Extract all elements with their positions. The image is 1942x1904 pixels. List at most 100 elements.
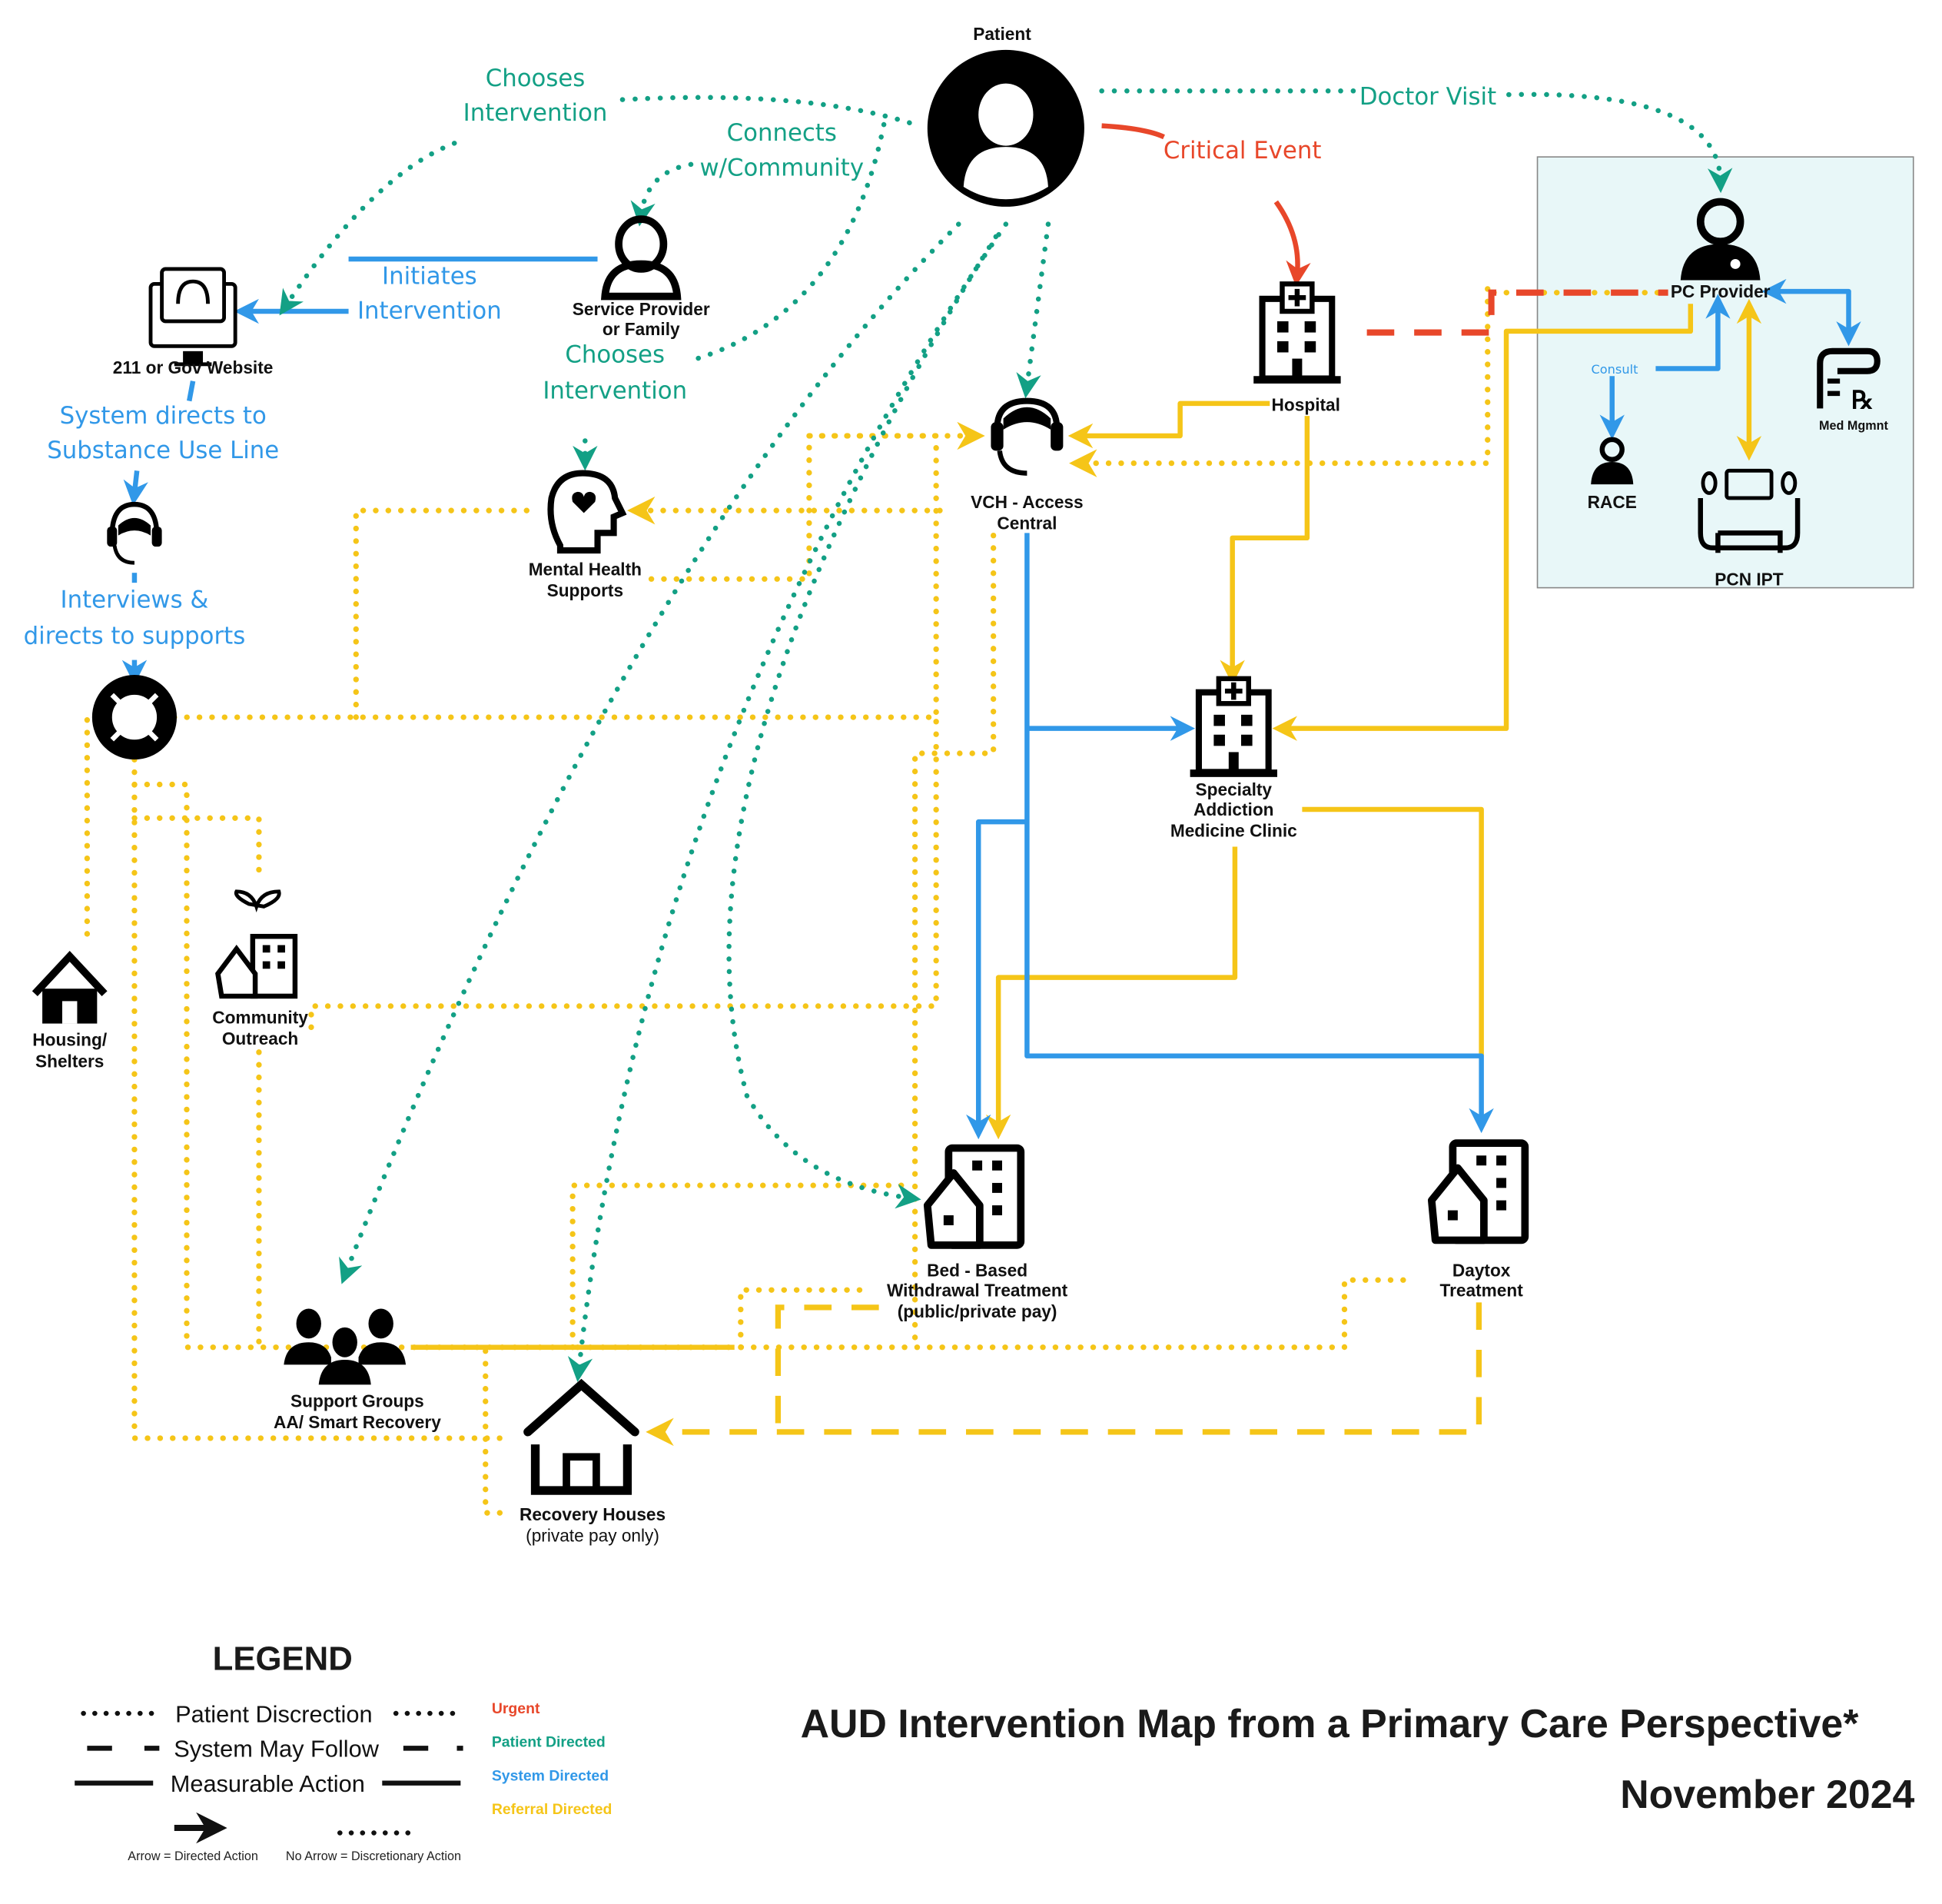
chooses-intervention-label-2a: Chooses <box>565 341 665 368</box>
specialty-label-1: Specialty <box>1196 779 1273 799</box>
pc-medmgmt-link <box>1761 278 1861 347</box>
med-mgmt-prescription-icon[interactable]: ℞ <box>1817 347 1881 414</box>
daytox-to-recovery-dash <box>646 1302 1482 1447</box>
consult-label: Consult <box>1591 362 1638 377</box>
daytox-label-2: Treatment <box>1440 1280 1524 1300</box>
specialty-clinic-hospital-icon[interactable] <box>1190 676 1277 777</box>
mental-health-label-1: Mental Health <box>529 559 642 579</box>
connects-community-label-b: w/Community <box>699 154 864 181</box>
bed-based-label-3: (public/private pay) <box>898 1301 1057 1321</box>
to-substance-line <box>123 470 148 506</box>
referral-left-outer <box>131 756 513 1441</box>
substance-line-headset-icon[interactable] <box>107 501 162 565</box>
vch-to-bedbased <box>966 819 1027 1140</box>
chooses-line-top <box>619 95 918 128</box>
pc-provider-doctor-icon[interactable] <box>1680 198 1761 281</box>
vch-label-2: Central <box>997 513 1057 533</box>
legend-system-directed: System Directed <box>492 1767 609 1784</box>
recovery-houses-label-1: Recovery Houses <box>520 1504 666 1524</box>
housing-label-2: Shelters <box>35 1051 104 1071</box>
service-provider-label-1: Service Provider <box>573 299 710 319</box>
legend-title: LEGEND <box>213 1640 353 1677</box>
patient-to-support-groups <box>339 221 961 1284</box>
referral-housing <box>84 714 103 937</box>
patient-to-bedbased <box>726 234 999 1209</box>
referral-community-top <box>131 815 262 881</box>
referral-vch-down <box>911 532 997 1348</box>
chooses-intervention-label-2b: Intervention <box>543 377 687 404</box>
map-date: November 2024 <box>1620 1772 1914 1816</box>
critical-event-arrow <box>1273 200 1311 287</box>
interviews-label-b: directs to supports <box>24 623 246 650</box>
bed-based-label-2: Withdrawal Treatment <box>887 1280 1068 1300</box>
doctor-visit-label: Doctor Visit <box>1359 83 1496 111</box>
support-groups-label-1: Support Groups <box>290 1391 424 1411</box>
hospital-to-vch <box>1067 400 1270 449</box>
specialty-to-daytox <box>1302 806 1484 1056</box>
hospital-to-specialty <box>1220 416 1310 685</box>
mental-health-icon[interactable] <box>547 470 627 554</box>
housing-shelters-house-icon[interactable] <box>32 950 108 1024</box>
critical-event-label: Critical Event <box>1164 137 1322 164</box>
legend-system-may-follow: System May Follow <box>174 1736 379 1763</box>
recovery-houses-label-2: (private pay only) <box>526 1525 659 1545</box>
housing-label-1: Housing/ <box>32 1030 108 1050</box>
chooses-intervention-label-1b: Intervention <box>463 99 608 127</box>
referral-recovery-left <box>483 1347 513 1516</box>
community-label-2: Outreach <box>222 1028 298 1048</box>
recovery-houses-house-icon[interactable] <box>523 1378 639 1495</box>
support-groups-label-2: AA/ Smart Recovery <box>274 1412 441 1432</box>
hospital-icon[interactable] <box>1253 281 1341 384</box>
patient-icon[interactable] <box>927 49 1084 207</box>
bedbased-to-recovery-dash <box>775 1304 879 1432</box>
connects-to-provider <box>630 161 694 227</box>
race-label: RACE <box>1588 492 1637 512</box>
legend-no-arrow-note: No Arrow = Discretionary Action <box>286 1849 461 1863</box>
referral-path-to-mental <box>353 507 539 720</box>
referral-bedbased-bottom <box>738 1287 875 1351</box>
specialty-label-2: Addiction <box>1193 799 1273 819</box>
hospital-label: Hospital <box>1272 395 1340 415</box>
initiates-intervention-label-b: Intervention <box>357 297 502 325</box>
service-provider-icon[interactable] <box>601 215 682 301</box>
referral-pc-to-vch <box>1069 286 1491 477</box>
gov-website-label: 211 or Gov Website <box>113 357 274 377</box>
website-to-line <box>187 380 196 402</box>
pc-provider-label: PC Provider <box>1671 281 1771 301</box>
community-outreach-icon[interactable] <box>215 889 298 999</box>
referral-support-line <box>131 781 1410 1351</box>
specialty-label-3: Medicine Clinic <box>1170 821 1297 841</box>
community-label-1: Community <box>212 1008 308 1028</box>
chooses-intervention-label-1a: Chooses <box>486 65 586 92</box>
gov-website-icon[interactable] <box>148 267 237 367</box>
pcn-ipt-label: PCN IPT <box>1715 569 1784 589</box>
legend-patient-discretion: Patient Discrection <box>175 1700 373 1727</box>
patient-to-vch <box>1016 221 1051 399</box>
referral-to-bedbased <box>569 1182 912 1351</box>
legend-patient-directed: Patient Directed <box>492 1734 606 1751</box>
bed-based-building-icon[interactable] <box>923 1144 1025 1249</box>
lifebuoy-icon[interactable] <box>91 675 178 760</box>
vch-headset-icon[interactable] <box>991 397 1064 476</box>
bed-based-label-1: Bed - Based <box>927 1260 1027 1280</box>
chooses-from-provider <box>694 121 887 361</box>
vch-to-daytox <box>1024 533 1494 1134</box>
legend-urgent: Urgent <box>492 1700 540 1717</box>
legend-referral-directed: Referral Directed <box>492 1801 612 1818</box>
legend-arrow-note: Arrow = Directed Action <box>128 1849 258 1863</box>
connects-community-label-a: Connects <box>727 119 837 147</box>
daytox-building-icon[interactable] <box>1427 1139 1529 1244</box>
legend: LEGEND Patient Discrection System May Fo… <box>75 1640 612 1863</box>
pcn-ipt-consultation-icon[interactable] <box>1698 468 1801 553</box>
initiates-intervention-label-a: Initiates <box>382 262 477 290</box>
support-groups-people-icon[interactable] <box>284 1308 407 1385</box>
race-doctor-icon[interactable] <box>1591 437 1634 485</box>
specialty-to-bedbased <box>985 846 1238 1140</box>
legend-measurable-action: Measurable Action <box>171 1770 365 1797</box>
system-directs-label-b: Substance Use Line <box>47 437 279 464</box>
svg-text:℞: ℞ <box>1851 386 1874 414</box>
referral-dotted-lines <box>84 286 1671 1516</box>
interviews-label-a: Interviews & <box>61 586 209 614</box>
